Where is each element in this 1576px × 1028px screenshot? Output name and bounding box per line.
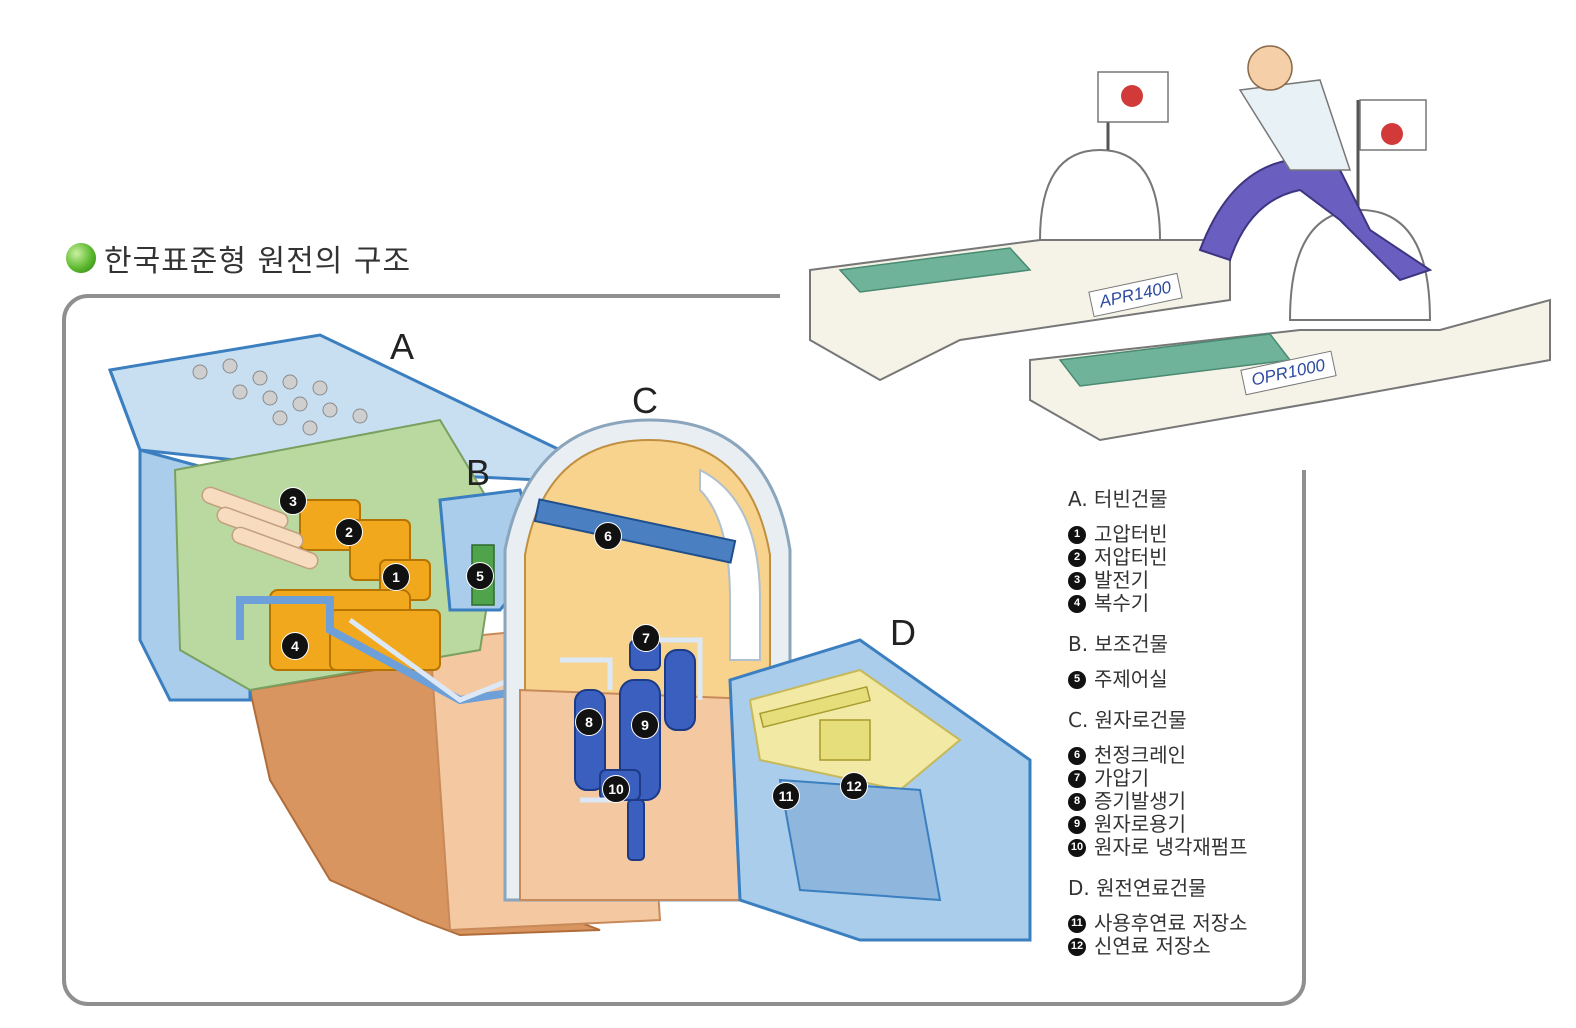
legend-header-d: D. 원전연료건물 <box>1068 876 1207 900</box>
marker-12: 12 <box>840 772 868 800</box>
marker-10: 10 <box>602 775 630 803</box>
dome-wall-right <box>699 468 761 661</box>
person-head <box>1247 45 1293 91</box>
legend-item: 11 사용후연료 저장소 <box>1068 912 1308 935</box>
number-badge-icon: 11 <box>1068 914 1086 933</box>
section-letter-d: D <box>890 612 916 653</box>
number-badge-icon: 1 <box>1068 525 1086 544</box>
marker-8: 8 <box>575 708 603 736</box>
number-badge-icon: 8 <box>1068 792 1086 811</box>
legend-item-label: 천정크레인 <box>1094 743 1186 767</box>
legend-item: 12 신연료 저장소 <box>1068 935 1308 958</box>
marker-1: 1 <box>382 563 410 591</box>
legend-group-a: A. 터빈건물 1 고압터빈 2 저압터빈 3 발전기 4 복수기 <box>1068 488 1308 615</box>
number-badge-icon: 9 <box>1068 815 1086 834</box>
diagram-frame <box>62 294 1306 1006</box>
number-badge-icon: 5 <box>1068 670 1086 689</box>
person-body <box>1238 79 1352 171</box>
number-badge-icon: 10 <box>1068 838 1086 857</box>
title-text: 한국표준형 원전의 구조 <box>104 244 412 279</box>
legend-header-b: B. 보조건물 <box>1068 632 1169 656</box>
legend-item-label: 발전기 <box>1094 568 1150 592</box>
legend-item-label: 가압기 <box>1094 766 1150 790</box>
legend-item: 4 복수기 <box>1068 592 1308 615</box>
section-letter-a: A <box>390 326 415 367</box>
legend-item: 1 고압터빈 <box>1068 523 1308 546</box>
number-badge-icon: 6 <box>1068 746 1086 765</box>
legend-item-label: 신연료 저장소 <box>1094 934 1211 958</box>
marker-7: 7 <box>632 624 660 652</box>
legend-item: 5 주제어실 <box>1068 668 1308 691</box>
generator-rolls <box>201 486 319 570</box>
legend-item-label: 원자로용기 <box>1094 812 1186 836</box>
legend-header-c: C. 원자로건물 <box>1068 708 1187 732</box>
legend-item-label: 증기발생기 <box>1094 789 1186 813</box>
polar-crane <box>533 498 737 564</box>
legend-group-c: C. 원자로건물 6 천정크레인 7 가압기 8 증기발생기 9 원자로용기 10 원자로… <box>1068 709 1308 859</box>
legend-item: 10 원자로 냉각재펌프 <box>1068 836 1308 859</box>
legend-item: 7 가압기 <box>1068 767 1308 790</box>
apr-dome <box>1038 148 1162 241</box>
number-badge-icon: 2 <box>1068 548 1086 567</box>
apr-roof-grid <box>838 247 1032 293</box>
green-bullet-icon <box>66 243 96 273</box>
person-legs <box>1198 158 1433 282</box>
legend-item: 8 증기발생기 <box>1068 790 1308 813</box>
roof-vents <box>192 358 368 436</box>
number-badge-icon: 3 <box>1068 571 1086 590</box>
section-letter-b: B <box>466 452 491 493</box>
legend-item-label: 주제어실 <box>1094 667 1168 691</box>
legend-item: 9 원자로용기 <box>1068 813 1308 836</box>
legend-item-label: 복수기 <box>1094 591 1150 615</box>
legend-group-d: D. 원전연료건물 11 사용후연료 저장소 12 신연료 저장소 <box>1068 877 1308 958</box>
marker-4: 4 <box>281 632 309 660</box>
marker-3: 3 <box>279 487 307 515</box>
number-badge-icon: 4 <box>1068 594 1086 613</box>
legend-item-label: 사용후연료 저장소 <box>1094 911 1248 935</box>
diagram-title: 한국표준형 원전의 구조 <box>66 236 411 280</box>
marker-11: 11 <box>772 782 800 810</box>
number-badge-icon: 7 <box>1068 769 1086 788</box>
marker-9: 9 <box>631 711 659 739</box>
fuel-storage-block <box>819 719 871 761</box>
legend-header-a: A. 터빈건물 <box>1068 487 1168 511</box>
section-letter-c: C <box>632 380 658 421</box>
cartoon-illustration <box>809 45 1551 442</box>
legend-item: 6 천정크레인 <box>1068 744 1308 767</box>
spent-fuel-pool <box>778 778 942 902</box>
marker-5: 5 <box>466 562 494 590</box>
legend-item-label: 고압터빈 <box>1094 522 1168 546</box>
legend-item-label: 저압터빈 <box>1094 545 1168 569</box>
legend-item: 2 저압터빈 <box>1068 546 1308 569</box>
legend-item-label: 원자로 냉각재펌프 <box>1094 835 1248 859</box>
legend-group-b: B. 보조건물 5 주제어실 <box>1068 633 1308 691</box>
fuel-crane <box>759 685 871 729</box>
marker-6: 6 <box>594 522 622 550</box>
legend-item: 3 발전기 <box>1068 569 1308 592</box>
marker-2: 2 <box>335 518 363 546</box>
number-badge-icon: 12 <box>1068 937 1086 956</box>
